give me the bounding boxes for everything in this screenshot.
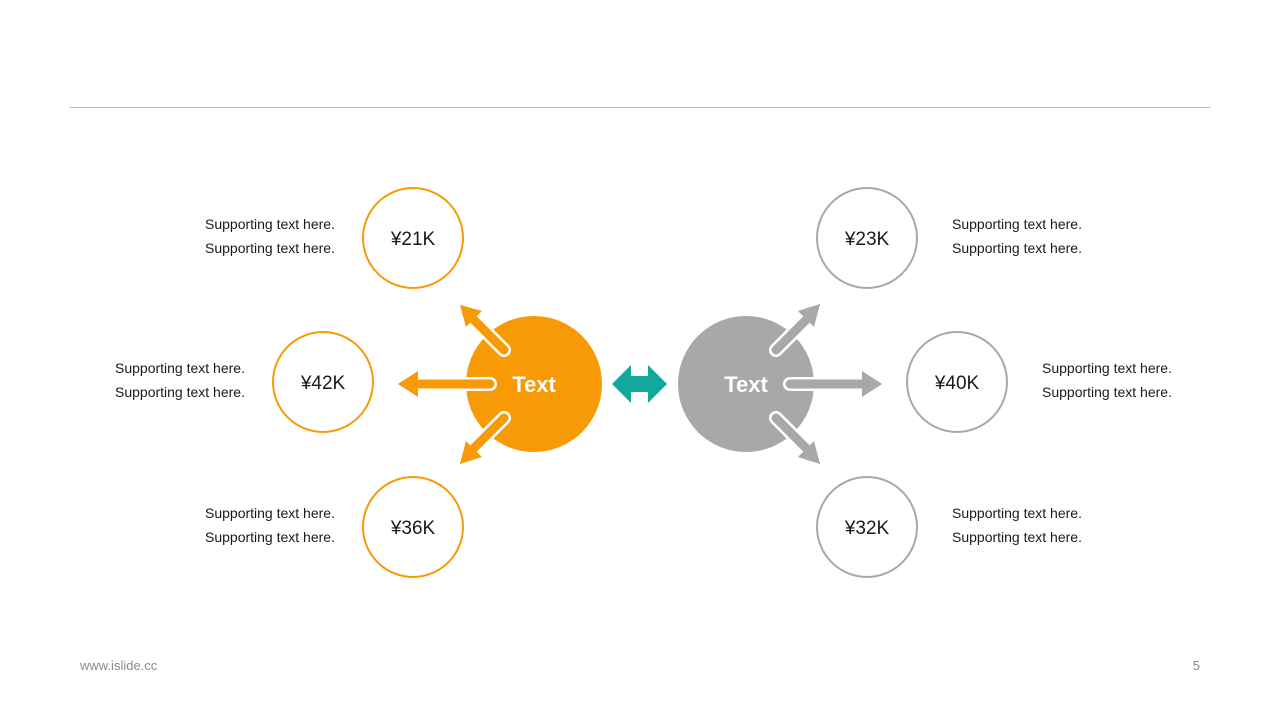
right-node-2-value: ¥40K — [934, 373, 980, 394]
desc-line: Supporting text here. — [952, 529, 1082, 545]
right-node-3: ¥32K — [816, 476, 918, 578]
left-hub-label: Text — [512, 372, 556, 397]
page-number: 5 — [1192, 658, 1200, 673]
desc-line: Supporting text here. — [205, 240, 335, 256]
left-node-2-value: ¥42K — [300, 373, 346, 394]
desc-line: Supporting text here. — [952, 505, 1082, 521]
desc-line: Supporting text here. — [1042, 384, 1172, 400]
desc-line: Supporting text here. — [205, 529, 335, 545]
left-node-3-desc: Supporting text here. Supporting text he… — [205, 501, 335, 549]
right-node-1: ¥23K — [816, 187, 918, 289]
right-node-3-value: ¥32K — [844, 518, 890, 539]
desc-line: Supporting text here. — [1042, 360, 1172, 376]
right-node-2: ¥40K — [906, 331, 1008, 433]
footer-url[interactable]: www.islide.cc — [80, 658, 158, 673]
left-node-1: ¥21K — [362, 187, 464, 289]
right-node-1-desc: Supporting text here. Supporting text he… — [952, 212, 1082, 260]
left-node-1-value: ¥21K — [390, 229, 436, 250]
left-node-2-desc: Supporting text here. Supporting text he… — [115, 356, 245, 404]
left-node-3-value: ¥36K — [390, 518, 436, 539]
desc-line: Supporting text here. — [205, 216, 335, 232]
header-divider — [70, 107, 1210, 108]
right-node-2-desc: Supporting text here. Supporting text he… — [1042, 356, 1172, 404]
desc-line: Supporting text here. — [115, 360, 245, 376]
double-arrow-icon — [612, 365, 667, 403]
left-node-2: ¥42K — [272, 331, 374, 433]
right-hub-label: Text — [724, 372, 768, 397]
left-node-1-desc: Supporting text here. Supporting text he… — [205, 212, 335, 260]
right-node-3-desc: Supporting text here. Supporting text he… — [952, 501, 1082, 549]
desc-line: Supporting text here. — [115, 384, 245, 400]
desc-line: Supporting text here. — [952, 240, 1082, 256]
right-node-1-value: ¥23K — [844, 229, 890, 250]
desc-line: Supporting text here. — [205, 505, 335, 521]
desc-line: Supporting text here. — [952, 216, 1082, 232]
left-node-3: ¥36K — [362, 476, 464, 578]
